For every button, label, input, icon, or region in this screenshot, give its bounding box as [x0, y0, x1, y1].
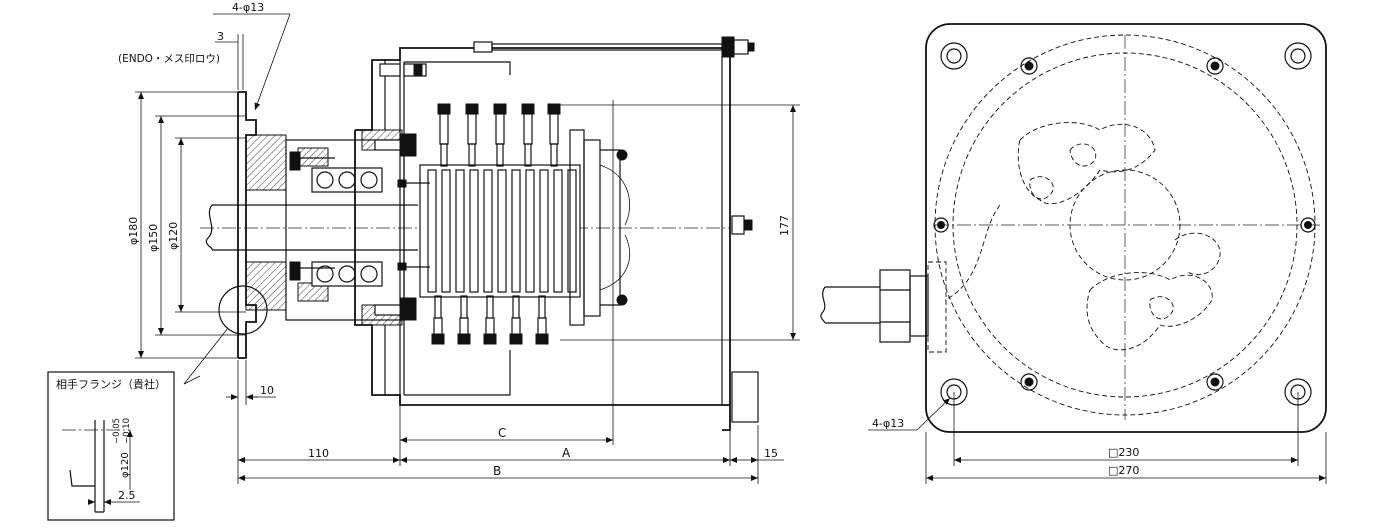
dia-dims: φ180 φ150 φ120: [127, 91, 246, 359]
dia-120-label: φ120: [167, 222, 180, 250]
end-view: 4-φ13 □230 □270: [820, 23, 1327, 484]
dim-15-label: 15: [764, 447, 778, 460]
dim-c-label: C: [498, 426, 506, 440]
dim-10: 10: [226, 360, 276, 405]
brushes-bottom: [431, 295, 549, 345]
side-view: 4-φ13 3 (ENDO・メス印ロウ): [118, 1, 800, 484]
end-holes-callout: 4-φ13: [868, 397, 951, 431]
detail-dim-2-5: 2.5: [118, 489, 136, 502]
dim-b-label: B: [493, 464, 501, 478]
detail-circle: [218, 285, 268, 335]
end-holes-label: 4-φ13: [872, 417, 904, 430]
dim-177-label: 177: [778, 215, 791, 236]
dim-110-label: 110: [308, 447, 329, 460]
dim-10-label: 10: [260, 384, 274, 397]
holes-top-label: 4-φ13: [232, 1, 264, 14]
tie-rod-top: [473, 36, 755, 58]
dia-180-label: φ180: [127, 217, 140, 245]
cable-gland: [820, 261, 947, 353]
holes-top-callout: 4-φ13: [213, 1, 291, 111]
detail-tol-upper: −0.05: [112, 418, 122, 444]
end-plate: [721, 55, 759, 431]
bearing-housing: [285, 139, 405, 321]
bottom-dims: C A 110 15 B: [237, 100, 784, 484]
inner-bolts: [933, 57, 1316, 391]
square-dims: □230 □270: [925, 392, 1327, 484]
pcd-circle-mid: [952, 52, 1298, 398]
detail-box: 相手フランジ（貴社） φ120 −0.05 −0.10 2.5: [47, 371, 175, 521]
slip-ring-stack: [397, 103, 631, 345]
sq-230-label: □230: [1108, 446, 1139, 459]
detail-dia-label: φ120: [120, 452, 131, 478]
flange-plate: [237, 91, 257, 359]
dim-3: 3: [215, 30, 244, 90]
dim-a-label: A: [562, 446, 571, 460]
rings: [427, 169, 577, 293]
endo-note: (ENDO・メス印ロウ): [118, 53, 220, 65]
dim-177: 177: [560, 104, 800, 341]
sq-270-label: □270: [1108, 464, 1139, 477]
end-plate-outline: [925, 23, 1327, 433]
dia-150-label: φ150: [147, 224, 160, 252]
corner-holes: [940, 42, 1312, 406]
bore-circle: [1069, 169, 1181, 281]
flange-hatch-top: [245, 134, 287, 191]
detail-title: 相手フランジ（貴社）: [56, 377, 166, 391]
brushes-top: [437, 103, 561, 167]
dim-3-label: 3: [217, 30, 224, 43]
detail-frame: [47, 371, 175, 521]
detail-tol-lower: −0.10: [122, 418, 132, 444]
